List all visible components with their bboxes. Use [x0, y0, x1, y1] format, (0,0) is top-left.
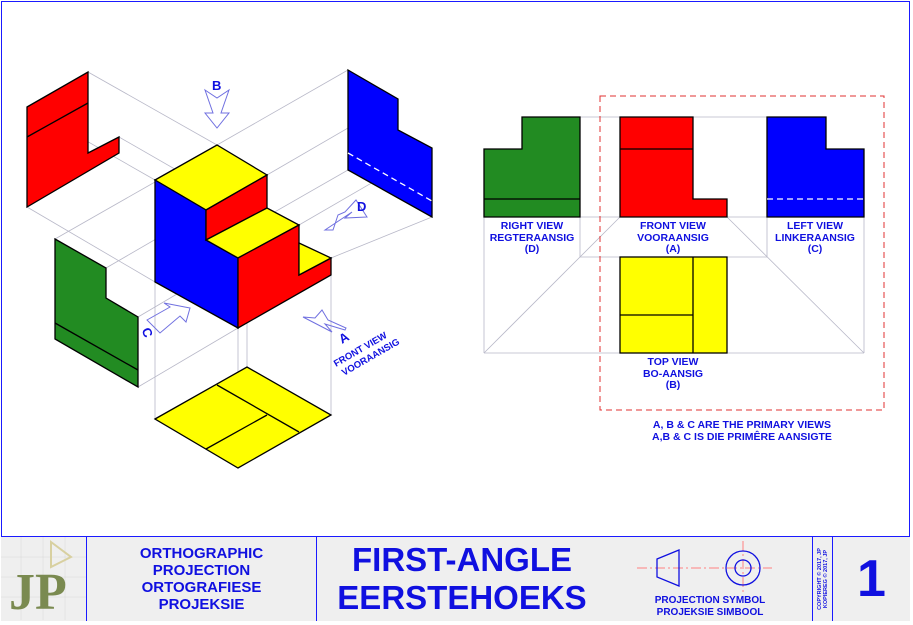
projected-top-face — [153, 366, 333, 469]
symbol-label-line: PROJEKSIE SIMBOOL — [656, 606, 764, 618]
right-view — [483, 116, 581, 218]
sheet-number-cell: 1 — [833, 537, 910, 621]
projected-front-face — [26, 70, 120, 209]
subject-line: PROJEKSIE — [158, 596, 245, 613]
title-line-1: FIRST-ANGLE — [352, 541, 572, 578]
top-view-label: TOP VIEW BO-AANSIG (B) — [623, 356, 723, 392]
front-view-label: FRONT VIEW VOORAANSIG (A) — [623, 220, 723, 256]
projection-symbol-cell: PROJECTION SYMBOL PROJEKSIE SIMBOOL — [607, 537, 813, 621]
label-line: (A) — [665, 243, 681, 255]
front-view — [619, 116, 728, 218]
title-block: JP ORTHOGRAPHIC PROJECTION ORTOGRAFIESE … — [1, 536, 910, 621]
orthographic-views — [483, 116, 865, 354]
subject-line: ORTOGRAFIESE — [141, 579, 262, 596]
projected-right-face — [54, 237, 139, 389]
subject-line: ORTHOGRAPHIC — [139, 545, 264, 562]
pictorial-views — [26, 68, 433, 469]
projected-left-face — [347, 68, 433, 219]
arrow-d-icon — [323, 199, 368, 231]
title-line-2: EERSTEHOEKS — [337, 579, 587, 616]
first-angle-symbol-icon — [637, 541, 772, 595]
title-cell: FIRST-ANGLE EERSTEHOEKS — [317, 537, 607, 621]
symbol-label-line: PROJECTION SYMBOL — [654, 595, 766, 606]
label-line: (B) — [665, 379, 681, 391]
logo-cell: JP — [1, 537, 87, 621]
label-line: LEFT VIEW — [787, 220, 843, 232]
copyright-line: KOPIEREG © 2017, JP — [823, 549, 829, 609]
primary-views-note: A, B & C ARE THE PRIMARY VIEWS A,B & C I… — [592, 419, 892, 443]
copyright-cell: COPYRIGHT © 2017, JP KOPIEREG © 2017, JP — [813, 537, 833, 621]
copyright-text: COPYRIGHT © 2017, JP KOPIEREG © 2017, JP — [817, 539, 829, 619]
label-line: TOP VIEW — [647, 356, 699, 368]
top-view — [619, 256, 728, 354]
label-line: (D) — [524, 243, 540, 255]
label-line: BO-AANSIG — [642, 367, 704, 380]
block-step-lower — [298, 241, 333, 277]
arrow-b-label: B — [212, 78, 221, 93]
arrow-d-label: D — [357, 199, 366, 214]
note-line: A,B & C IS DIE PRIMÊRE AANSIGTE — [652, 430, 832, 443]
projection-lines — [26, 69, 865, 468]
sheet-number: 1 — [857, 550, 886, 608]
projection-symbol-label: PROJECTION SYMBOL PROJEKSIE SIMBOOL — [607, 595, 813, 618]
subject-cell: ORTHOGRAPHIC PROJECTION ORTOGRAFIESE PRO… — [87, 537, 317, 621]
arrow-a-label: A — [336, 329, 352, 347]
arrow-c-label: C — [139, 326, 157, 341]
label-line: LINKERAANSIG — [775, 231, 855, 244]
label-line: FRONT VIEW — [640, 220, 706, 232]
label-line: (C) — [807, 243, 823, 255]
arrow-a-icon — [302, 309, 347, 333]
jp-logo: JP — [1, 537, 86, 621]
primary-views-box — [599, 95, 885, 411]
arrow-b-icon — [203, 88, 231, 129]
view-arrows — [146, 88, 368, 334]
label-line: RIGHT VIEW — [500, 220, 564, 232]
left-view-label: LEFT VIEW LINKERAANSIG (C) — [765, 220, 865, 256]
label-line: REGTERAANSIG — [489, 231, 575, 244]
note-line: A, B & C ARE THE PRIMARY VIEWS — [652, 419, 832, 431]
arrow-c-icon — [146, 302, 191, 334]
logo-text: JP — [9, 564, 67, 620]
right-view-label: RIGHT VIEW REGTERAANSIG (D) — [482, 220, 582, 256]
label-line: VOORAANSIG — [637, 231, 709, 244]
left-view — [766, 116, 865, 218]
subject-line: PROJECTION — [152, 562, 251, 579]
